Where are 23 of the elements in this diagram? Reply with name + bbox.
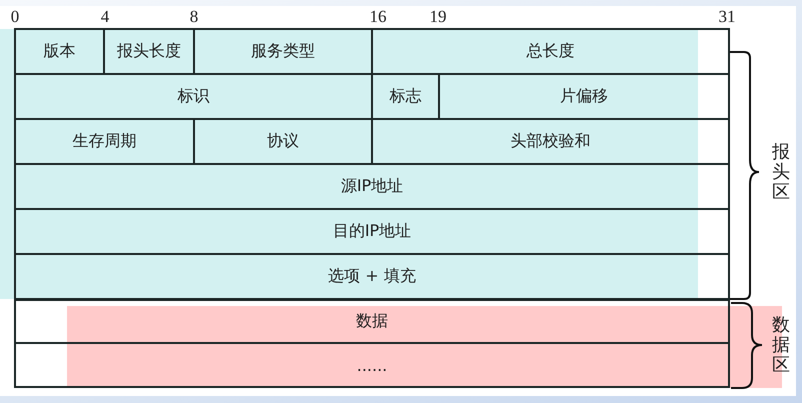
data-field: 数据	[15, 299, 729, 343]
region-label: 报头区	[772, 142, 790, 202]
header-field: 生存周期	[15, 119, 194, 164]
header-field: 协议	[194, 119, 372, 164]
header-field: 版本	[15, 29, 104, 74]
header-field: 选项 + 填充	[15, 254, 729, 299]
header-field: 标志	[372, 74, 439, 119]
header-field: 头部校验和	[372, 119, 729, 164]
bit-position-label: 16	[370, 7, 386, 27]
header-field: 服务类型	[194, 29, 372, 74]
data-field: ......	[15, 343, 729, 387]
bit-position-label: 8	[190, 7, 198, 27]
header-field: 标识	[15, 74, 372, 119]
bit-position-label: 4	[100, 7, 110, 27]
header-field: 报头长度	[104, 29, 194, 74]
header-field: 目的IP地址	[15, 209, 729, 254]
bit-position-label: 19	[430, 7, 446, 27]
bit-position-label: 31	[718, 7, 736, 27]
region-label: 数据区	[772, 315, 790, 375]
bit-position-label: 0	[10, 7, 20, 27]
header-field: 源IP地址	[15, 164, 729, 209]
header-field: 总长度	[372, 29, 729, 74]
header-field: 片偏移	[438, 74, 729, 119]
